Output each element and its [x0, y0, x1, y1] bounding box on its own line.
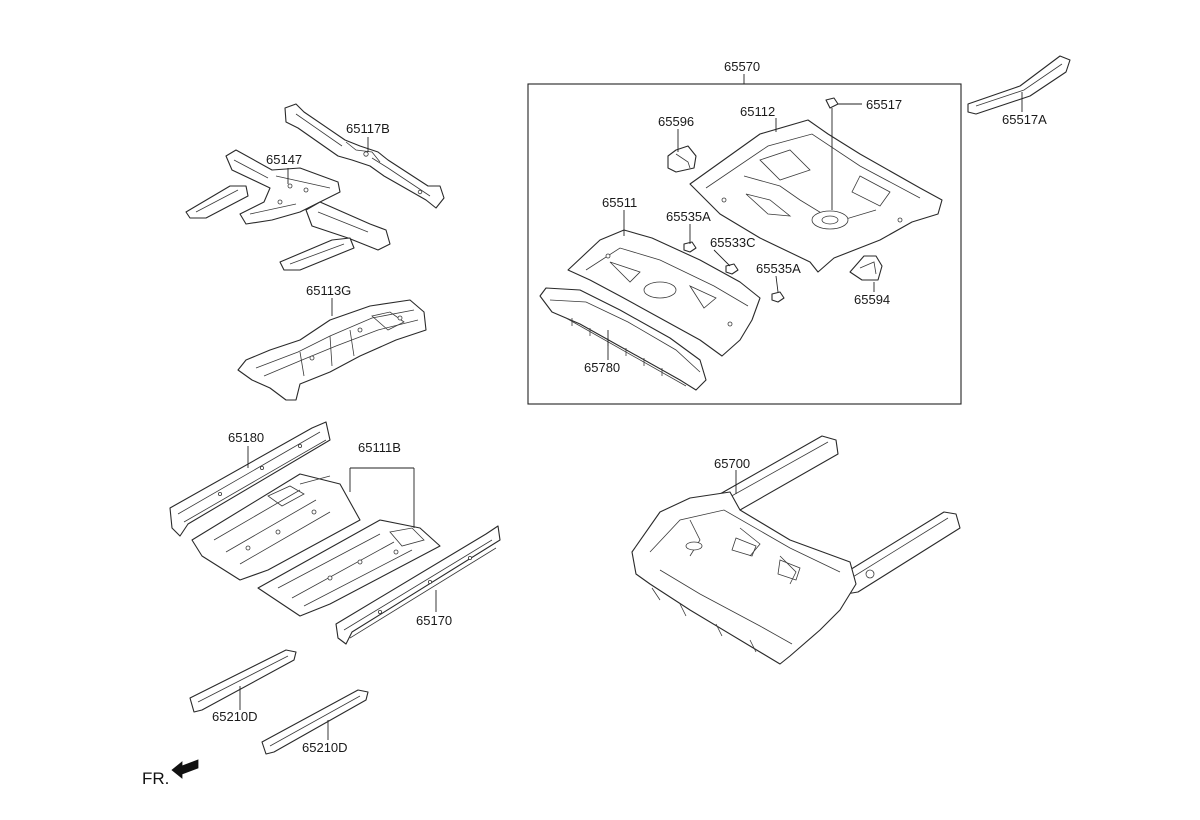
label-65517: 65517: [866, 97, 902, 112]
part-65113G-center-floor: [237, 299, 427, 401]
part-65180-side-rail: [169, 421, 331, 537]
label-65511: 65511: [602, 195, 637, 210]
front-arrow-icon: [171, 759, 199, 779]
label-65170: 65170: [416, 613, 452, 628]
label-65780: 65780: [584, 360, 620, 375]
part-65535A-nut-a: [683, 241, 697, 253]
label-65113G: 65113G: [306, 283, 351, 298]
part-65535A-nut-b: [771, 291, 785, 303]
part-65112-rear-floor-panel: [689, 119, 943, 273]
label-65111B: 65111B: [358, 440, 401, 455]
label-65570: 65570: [724, 59, 760, 74]
label-65535A-a: 65535A: [666, 209, 711, 224]
label-65147: 65147: [266, 152, 302, 167]
part-65147-crossmember: [185, 149, 391, 271]
label-65180: 65180: [228, 430, 264, 445]
part-65111B-floor-panels: [191, 473, 441, 617]
label-65700: 65700: [714, 456, 750, 471]
part-65170-side-rail: [335, 525, 501, 645]
front-direction-label: FR.: [142, 769, 169, 788]
part-65517-clip: [825, 97, 839, 109]
part-65117B-crossmember: [284, 103, 445, 209]
part-65517A-rear-member: [967, 55, 1071, 115]
part-65210D-reinforcement-b: [261, 689, 369, 755]
rear-floor-assembly-box: [527, 83, 962, 405]
part-65596-bracket: [667, 145, 697, 173]
label-65210D-b: 65210D: [302, 740, 348, 755]
part-65594-bracket: [849, 255, 883, 281]
label-65533C: 65533C: [710, 235, 756, 250]
leader-lines: [239, 74, 1023, 740]
label-65117B: 65117B: [346, 121, 390, 136]
label-65210D-a: 65210D: [212, 709, 258, 724]
part-65700-floor-assembly: [631, 435, 961, 665]
label-65517A: 65517A: [1002, 112, 1047, 127]
label-65596: 65596: [658, 114, 694, 129]
part-65511-rear-floor-front: [567, 229, 761, 357]
label-65594: 65594: [854, 292, 890, 307]
label-65535A-b: 65535A: [756, 261, 801, 276]
label-65112: 65112: [740, 104, 775, 119]
part-65210D-reinforcement-a: [189, 649, 297, 713]
part-65533C-nut: [725, 263, 739, 275]
